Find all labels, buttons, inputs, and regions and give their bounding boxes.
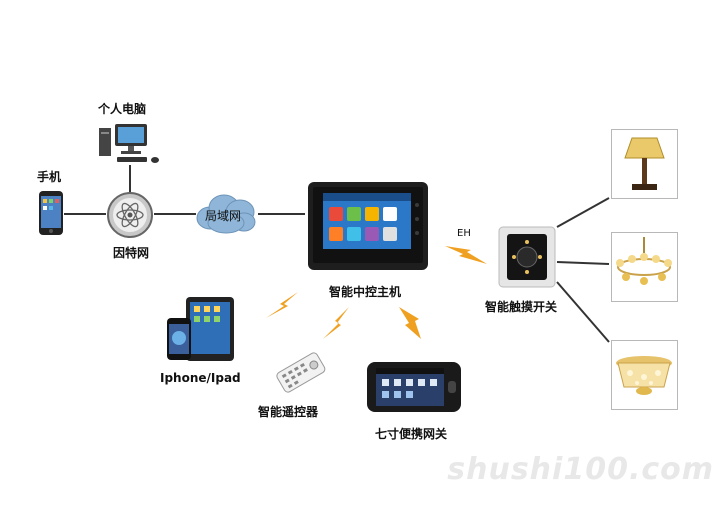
lan-cloud-icon — [194, 192, 258, 236]
lan-label: 局域网 — [205, 209, 242, 223]
remote-control-icon — [272, 350, 328, 396]
touch-switch-icon — [498, 226, 556, 288]
wireless-signal-icon — [262, 290, 302, 324]
remote-label: 智能遥控器 — [258, 405, 319, 419]
internet-label: 因特网 — [113, 246, 150, 260]
ceiling-light-icon — [611, 340, 678, 410]
iphone-label: Iphone/Ipad — [160, 371, 241, 385]
gateway-label: 七寸便携网关 — [375, 427, 448, 441]
line-switch-ceiling-light — [556, 281, 610, 343]
chandelier-icon — [611, 232, 678, 302]
eh-label: EH — [457, 228, 471, 239]
wireless-signal-icon — [319, 305, 353, 345]
line-switch-lamp — [556, 197, 610, 228]
wireless-signal-icon — [395, 305, 425, 345]
iphone-ipad-icon — [166, 296, 236, 362]
host-tablet-icon — [307, 181, 429, 271]
internet-globe-icon — [106, 191, 154, 239]
host-label: 智能中控主机 — [329, 285, 402, 299]
wireless-signal-icon — [443, 242, 489, 270]
gateway-device-icon — [366, 361, 462, 413]
phone-label: 手机 — [37, 170, 62, 184]
pc-label: 个人电脑 — [98, 102, 147, 116]
line-switch-chandelier — [556, 261, 610, 265]
watermark-text: shushi100.com — [447, 452, 714, 487]
switch-label: 智能触摸开关 — [485, 300, 558, 314]
table-lamp-icon — [611, 129, 678, 199]
pc-icon — [97, 120, 167, 166]
phone-icon — [38, 190, 64, 236]
